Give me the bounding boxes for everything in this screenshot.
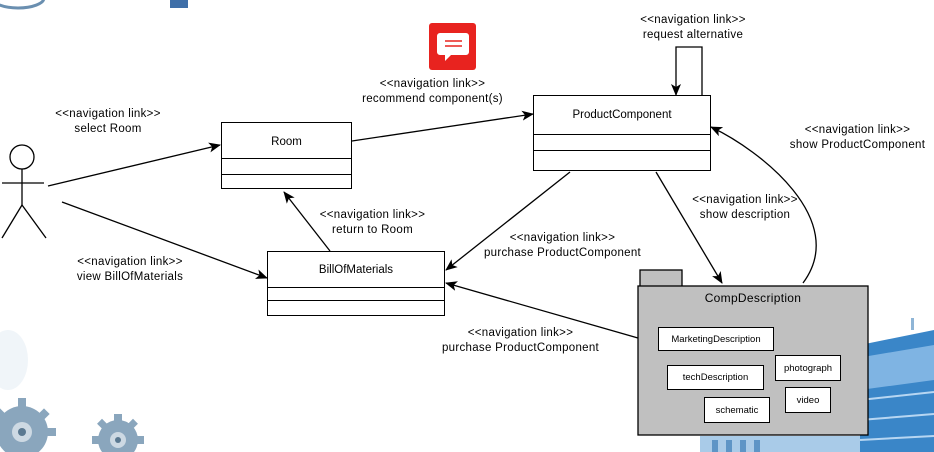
class-billofmaterials[interactable]: BillOfMaterials — [267, 251, 445, 316]
actor-icon — [1, 144, 47, 239]
label-view-bom: <<navigation link>> view BillOfMaterials — [45, 255, 215, 285]
link-text: select Room — [74, 123, 142, 135]
link-text: request alternative — [642, 29, 744, 41]
link-text: purchase ProductComponent — [483, 247, 642, 259]
stereotype: <<navigation link>> — [509, 232, 616, 244]
label-select-room: <<navigation link>> select Room — [28, 107, 188, 137]
link-text: show description — [699, 209, 791, 221]
arrow-show-productcomponent — [710, 126, 817, 284]
label-return-to-room: <<navigation link>> return to Room — [290, 208, 455, 238]
link-text: purchase ProductComponent — [441, 342, 600, 354]
arrow-purchase-2 — [445, 281, 639, 339]
stereotype: <<navigation link>> — [804, 124, 911, 136]
arrow-purchase-1 — [445, 171, 571, 271]
label-recommend: <<navigation link>> recommend component(… — [345, 77, 520, 107]
arrow-return-to-room — [283, 191, 331, 252]
item-photograph[interactable]: photograph — [775, 355, 841, 381]
link-text: show ProductComponent — [789, 139, 926, 151]
class-room[interactable]: Room — [221, 122, 352, 189]
class-productcomponent[interactable]: ProductComponent — [533, 95, 711, 171]
class-room-name: Room — [271, 136, 302, 148]
stereotype: <<navigation link>> — [55, 108, 161, 120]
label-purchase-1: <<navigation link>> purchase ProductComp… — [470, 231, 655, 261]
gear-icon — [0, 330, 144, 452]
label-show-description: <<navigation link>> show description — [665, 193, 825, 223]
class-billofmaterials-name: BillOfMaterials — [318, 264, 394, 276]
label-request-alternative: <<navigation link>> request alternative — [608, 13, 778, 43]
stereotype: <<navigation link>> — [77, 256, 183, 268]
stereotype: <<navigation link>> — [692, 194, 798, 206]
class-productcomponent-name: ProductComponent — [572, 109, 672, 121]
item-techdescription[interactable]: techDescription — [667, 365, 764, 390]
arrow-request-alternative — [671, 46, 703, 96]
label-purchase-2: <<navigation link>> purchase ProductComp… — [428, 326, 613, 356]
stereotype: <<navigation link>> — [319, 209, 426, 221]
package-name: CompDescription — [704, 291, 802, 305]
item-schematic[interactable]: schematic — [704, 397, 770, 423]
logo-fragment — [0, 0, 188, 10]
arrow-view-bom — [61, 201, 268, 279]
stereotype: <<navigation link>> — [467, 327, 574, 339]
link-text: view BillOfMaterials — [76, 271, 184, 283]
link-text: return to Room — [332, 224, 413, 236]
arrow-recommend — [351, 110, 534, 142]
item-marketingdescription[interactable]: MarketingDescription — [658, 327, 774, 351]
link-text: recommend component(s) — [362, 93, 503, 105]
arrow-select-room — [47, 142, 221, 187]
item-video[interactable]: video — [785, 387, 831, 413]
stereotype: <<navigation link>> — [640, 14, 746, 26]
arrow-show-description — [655, 171, 723, 284]
stereotype: <<navigation link>> — [379, 78, 486, 90]
comment-icon — [429, 23, 476, 70]
label-show-productcomponent: <<navigation link>> show ProductComponen… — [775, 123, 934, 153]
